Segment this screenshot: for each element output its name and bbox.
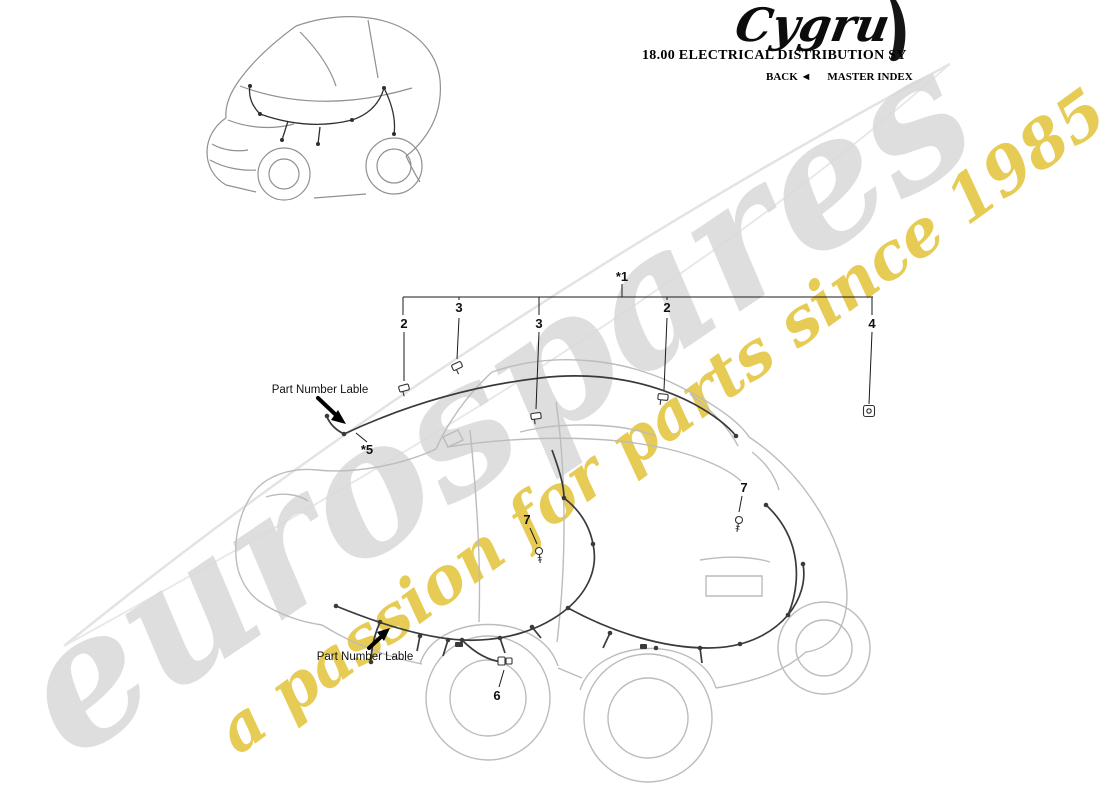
part-number-labels: Part Number Lable Part Number Lable	[272, 384, 414, 663]
harness-connectors	[324, 413, 806, 665]
grommet-part	[862, 404, 876, 418]
clip-part	[657, 393, 669, 405]
master-index-link[interactable]: MASTER INDEX	[827, 71, 913, 83]
callout-number: 2	[663, 300, 670, 315]
callout-number: 7	[523, 512, 530, 527]
callout-number: *5	[361, 442, 373, 457]
part-number-label-bottom: Part Number Lable	[317, 651, 414, 663]
bolt-part	[534, 546, 544, 563]
thumbnail-harness	[248, 84, 396, 146]
leader-lines	[355, 317, 873, 688]
callouts: *1 2 3 3 2 4 *5 7 7 6	[355, 269, 876, 703]
back-link[interactable]: BACK ◄	[766, 71, 811, 83]
main-car-outline	[235, 359, 871, 783]
callout-assembly: *1	[616, 269, 628, 284]
callout-number: 6	[493, 688, 500, 703]
back-arrow-icon: ◄	[800, 71, 812, 83]
callout-number: 4	[868, 316, 876, 331]
thumbnail-car	[206, 16, 441, 201]
part-glyphs	[398, 361, 876, 666]
clip-part	[398, 383, 410, 397]
wiring-harness	[324, 375, 806, 665]
assembly-bracket	[402, 284, 873, 315]
label-arrow-up-icon	[367, 628, 390, 650]
main-diagram: *1 2 3 3 2 4 *5 7 7 6 Part Number Lable …	[235, 269, 876, 783]
label-arrow-down-icon	[316, 396, 346, 424]
bolt-part	[734, 515, 744, 532]
thumbnail-car-outline	[206, 16, 441, 201]
page-title: 18.00 ELECTRICAL DISTRIBUTION SY	[642, 48, 907, 63]
callout-number: 7	[740, 480, 747, 495]
watermark: eurospares a passion for parts since 198…	[0, 7, 1100, 797]
clip-part	[451, 361, 463, 375]
callout-number: 3	[455, 300, 462, 315]
clip-part	[530, 411, 542, 425]
back-label: BACK	[766, 71, 798, 83]
watermark-swoosh-lower	[63, 63, 951, 647]
logo-glyph-fragment	[890, 0, 906, 62]
brand-logo: Cygru	[731, 0, 894, 52]
part-number-label-top: Part Number Lable	[272, 384, 369, 396]
callout-number: 2	[400, 316, 407, 331]
header-nav: BACK ◄ MASTER INDEX	[766, 71, 913, 83]
watermark-swoosh-upper	[63, 62, 951, 647]
callout-number: 3	[535, 316, 542, 331]
connector-part	[497, 656, 513, 666]
